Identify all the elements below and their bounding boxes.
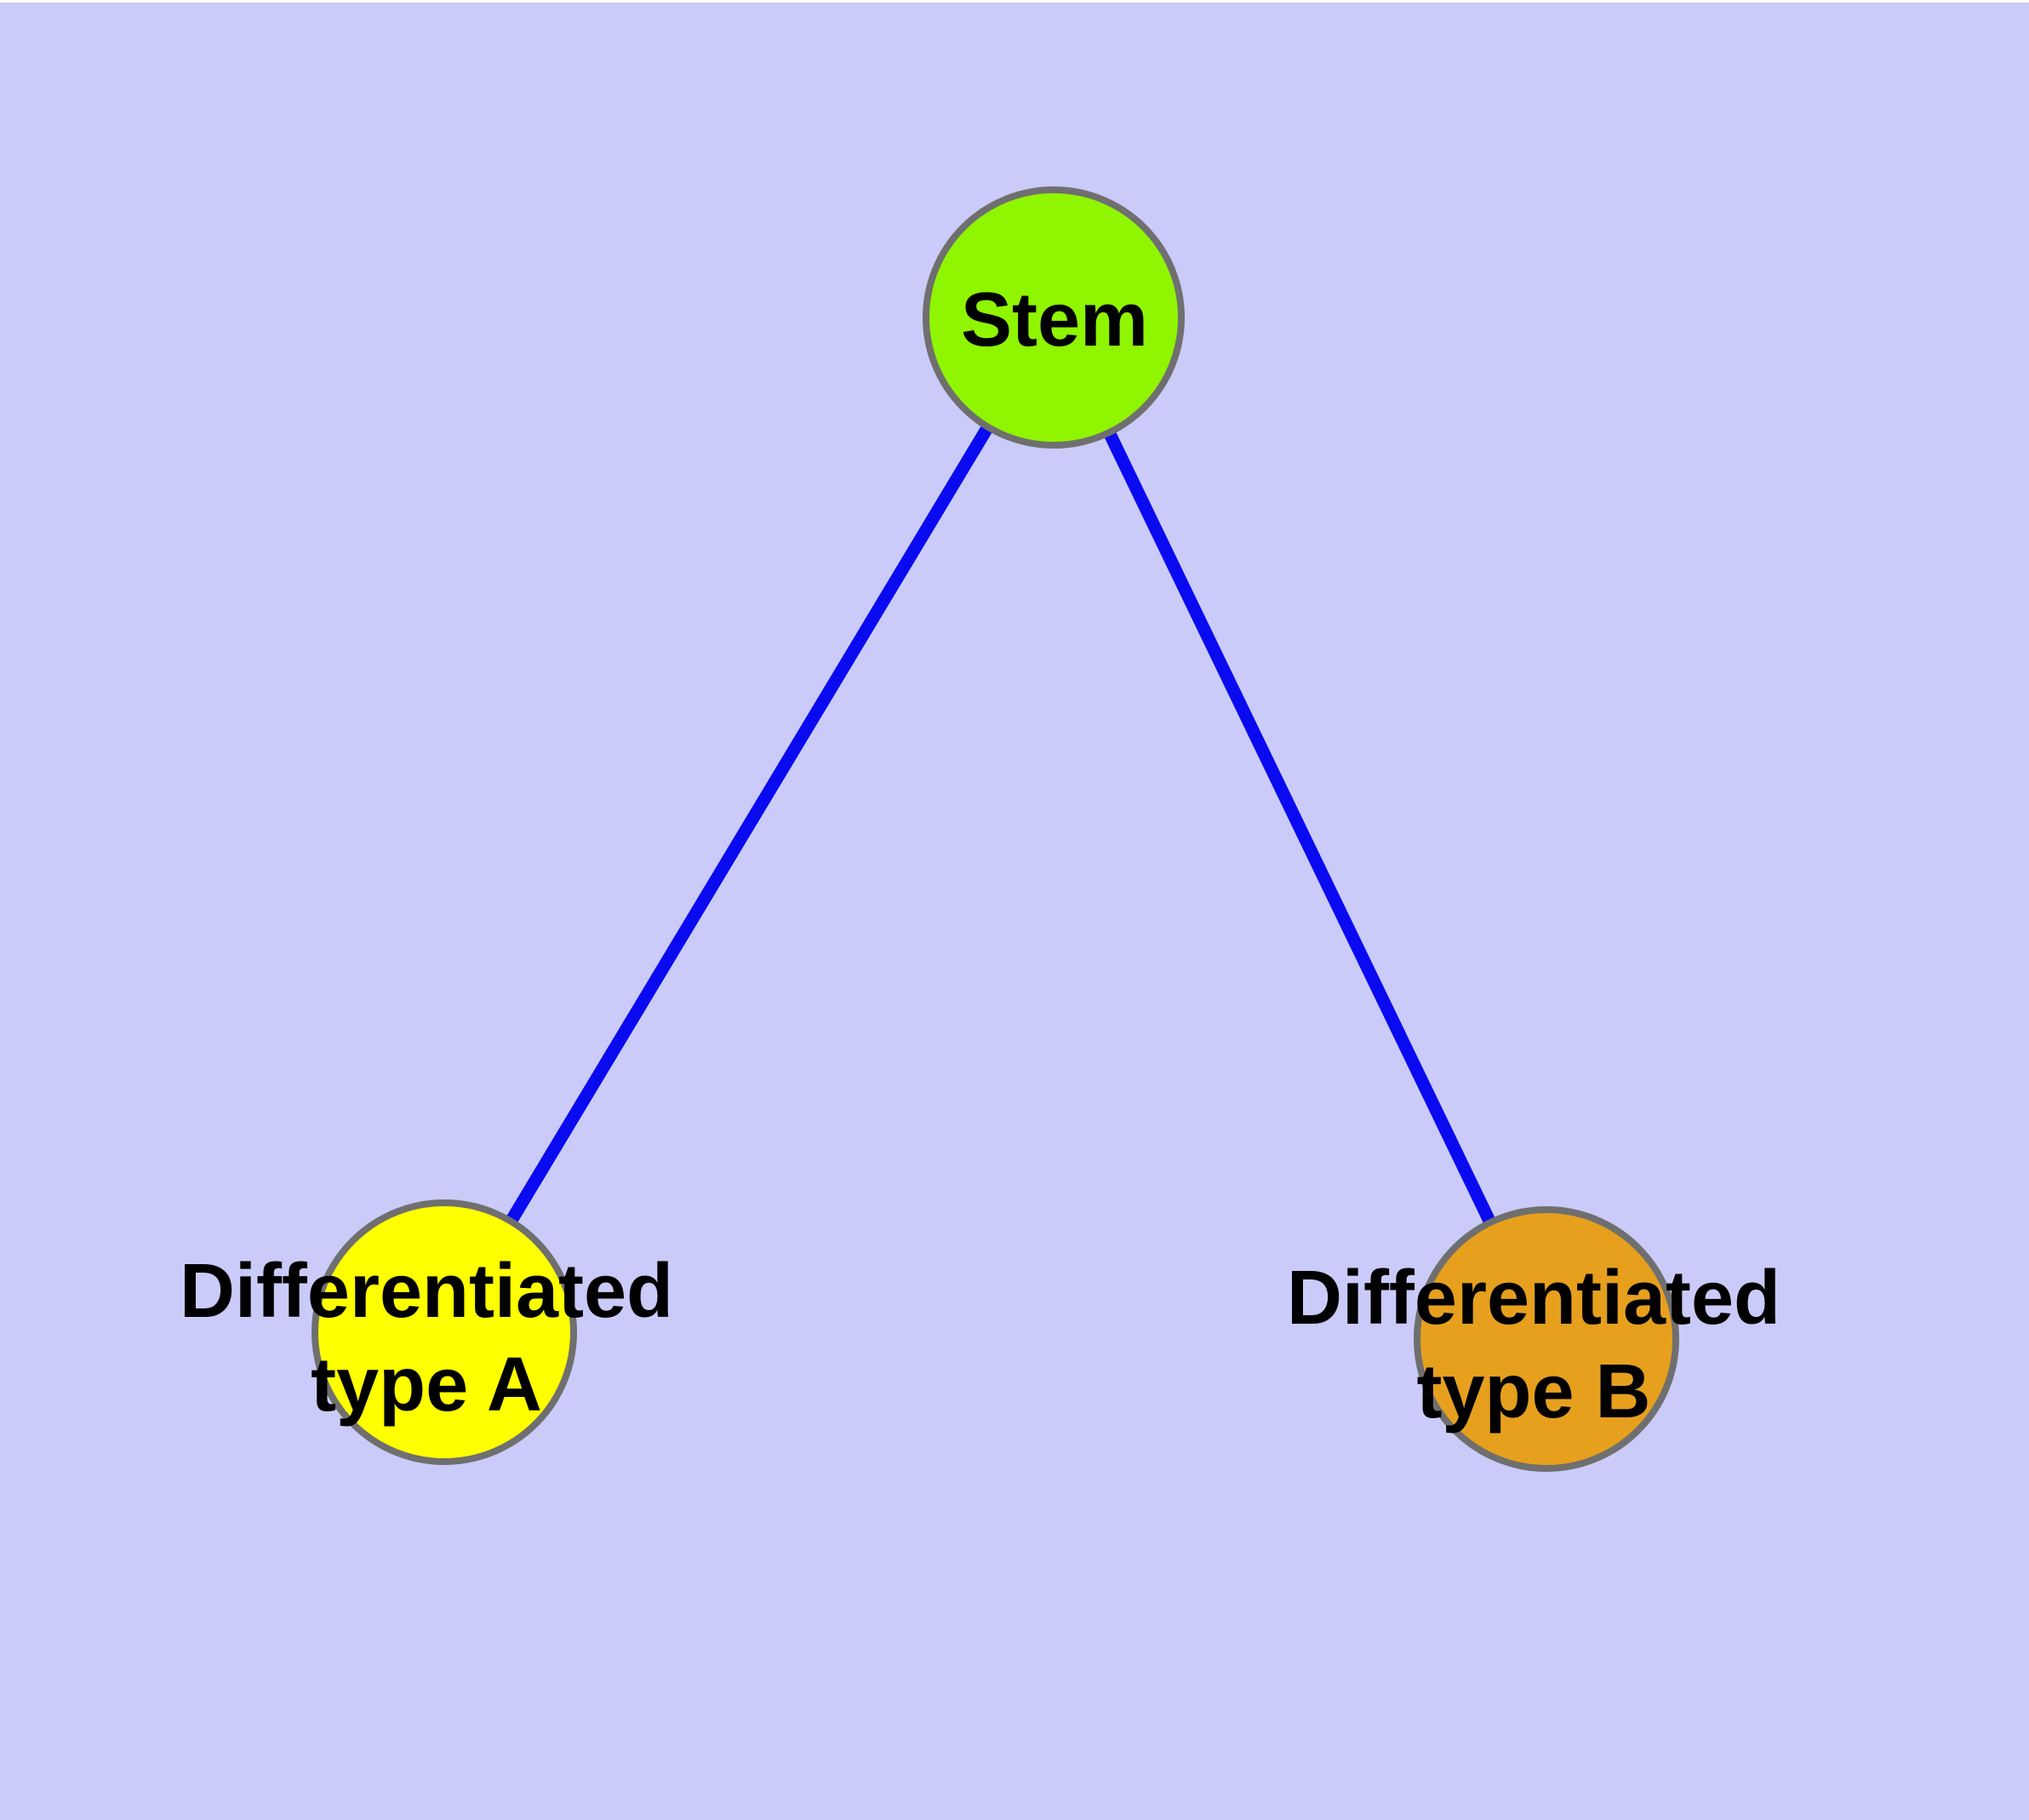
node-differentiated-type-b (1414, 1206, 1679, 1472)
node-stem-label: Stem (961, 278, 1148, 363)
node-type-b-label-line-2: type B (1416, 1349, 1650, 1434)
edge-stem-to-type-a (438, 314, 1060, 1336)
node-type-b-label-line-1: Differentiated (1287, 1256, 1780, 1341)
node-stem (923, 186, 1185, 449)
node-type-a-label-line-2: type A (311, 1342, 542, 1428)
node-differentiated-type-a (311, 1199, 577, 1465)
node-type-a-label-line-1: Differentiated (180, 1249, 673, 1334)
edge-stem-to-type-b (1048, 314, 1552, 1342)
